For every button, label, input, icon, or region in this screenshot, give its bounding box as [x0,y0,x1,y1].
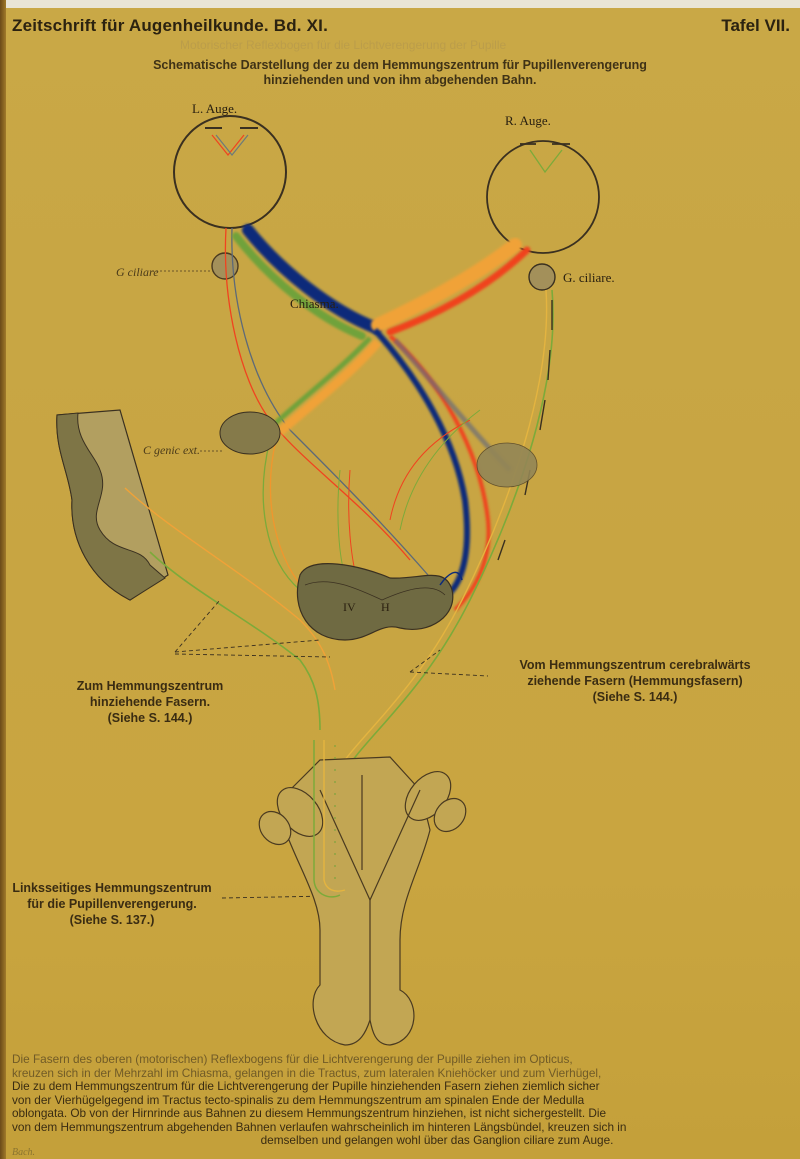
explanatory-paragraph: Die Fasern des oberen (motorischen) Refl… [12,1052,792,1148]
caption-center-line-1: Linksseitiges Hemmungszentrum [12,881,212,895]
caption-afferent-fibers: Zum Hemmungszentrum hinziehende Fasern. … [55,678,245,726]
right-lateral-geniculate-body [476,442,538,488]
caption-afferent-line-3: (Siehe S. 144.) [107,711,193,725]
caption-efferent-line-1: Vom Hemmungszentrum cerebralwärts [519,658,751,672]
chiasma-label: Chiasma. [290,296,339,311]
right-optic-nerve-orange [371,238,522,332]
caption-center-line-3: (Siehe S. 137.) [69,913,155,927]
midbrain-nuclei-iv-h [296,563,454,641]
cortex-section-icon [56,409,169,601]
caption-efferent-line-3: (Siehe S. 144.) [592,690,678,704]
left-optic-nerve-blue [242,224,382,334]
right-ciliary-ganglion-icon [528,263,556,291]
caption-afferent-line-2: hinziehende Fasern. [89,695,211,709]
paragraph-line-5: oblongata. Ob von der Hirnrinde aus Bahn… [12,1106,607,1120]
nucleus-iv-label: IV [343,600,356,614]
paragraph-line-4: von der Vierhügelgegend im Tractus tecto… [12,1092,585,1107]
top-paper-edge [0,0,800,8]
paragraph-line-1: Die Fasern des oberen (motorischen) Refl… [12,1052,573,1066]
artist-signature: Bach. [12,1147,36,1158]
journal-title: Zeitschrift für Augenheilkunde. Bd. XI. [12,16,329,35]
caption-efferent-line-2: ziehende Fasern (Hemmungsfasern) [527,674,743,688]
right-g-ciliare-label: G. ciliare. [563,270,615,285]
plate-subtitle: Schematische Darstellung der zu dem Hemm… [0,58,800,88]
paragraph-line-6: von dem Hemmungszentrum abgehenden Bahne… [12,1119,627,1134]
left-optic-nerve-green [232,232,366,340]
caption-center-line-2: für die Pupillenverengerung. [27,897,197,911]
brainstem-icon [258,756,467,1046]
right-optic-nerve-red [386,246,531,336]
caption-inhibition-center: Linksseitiges Hemmungszentrum für die Pu… [6,880,218,928]
left-eye-label: L. Auge. [192,101,237,116]
c-genic-ext-label: C genic ext. [143,443,200,457]
subtitle-line-2: hinziehenden und von ihm abgehenden Bahn… [263,73,537,87]
paragraph-line-3: Die zu dem Hemmungszentrum für die Licht… [12,1079,600,1093]
caption-afferent-line-1: Zum Hemmungszentrum [76,679,224,693]
bleed-through-text: Motorischer Reflexbogen für die Lichtver… [180,38,507,52]
nucleus-h-label: H [381,600,390,614]
left-binding-edge [0,0,6,1159]
subtitle-line-1: Schematische Darstellung der zu dem Hemm… [153,58,647,72]
plate-number: Tafel VII. [721,16,790,35]
left-lateral-geniculate-body [219,411,281,455]
caption-efferent-fibers: Vom Hemmungszentrum cerebralwärts ziehen… [490,657,780,705]
right-eye-label: R. Auge. [505,113,551,128]
paragraph-line-2: kreuzen sich in der Mehrzahl im Chiasma,… [12,1065,602,1080]
left-eye-icon [173,115,287,229]
paragraph-line-7: demselben und gelangen wohl über das Gan… [260,1133,614,1147]
right-eye-icon [486,140,600,254]
left-g-ciliare-label: G ciliare [116,265,159,279]
